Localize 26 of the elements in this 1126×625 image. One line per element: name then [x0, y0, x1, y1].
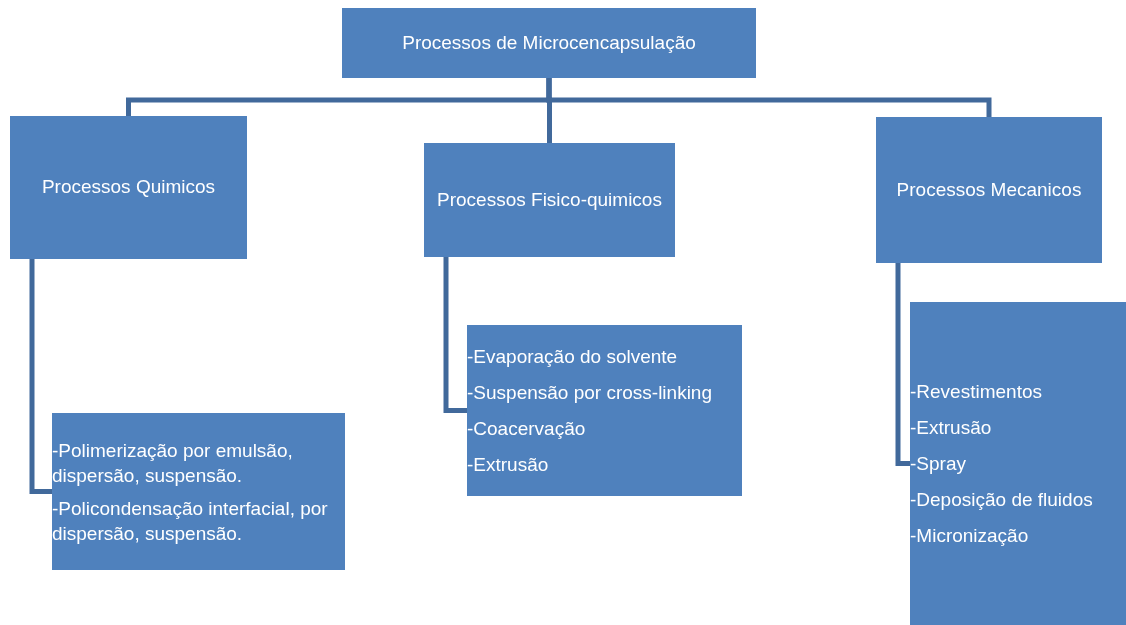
- list-box: [910, 302, 1126, 625]
- list-item: -Deposição de fluidos: [910, 487, 1094, 512]
- list-item: -Revestimentos: [910, 379, 1043, 404]
- list-item: -Policondensação interfacial, por dispersão, suspensão.: [52, 496, 329, 546]
- list-item: -Polimerização por emulsão, dispersão, suspensão.: [52, 438, 294, 488]
- list-item: -Micronização: [910, 523, 1030, 548]
- list-box: [52, 413, 345, 570]
- list-item: -Coacervação: [467, 416, 587, 441]
- connector-line: [895, 263, 910, 466]
- box-title: Processos Mecanicos: [896, 177, 1082, 202]
- category-box: [424, 143, 675, 257]
- category-box: [342, 8, 756, 78]
- category-box: [10, 116, 247, 259]
- list-item: -Suspensão por cross-linking: [467, 380, 713, 405]
- list-item: -Evaporação do solvente: [467, 344, 679, 369]
- list-item: -Extrusão: [467, 452, 550, 477]
- list-box: [467, 325, 742, 496]
- box-title: Processos Quimicos: [41, 175, 216, 200]
- category-box: [876, 117, 1102, 263]
- connector-line: [546, 78, 992, 117]
- list-item: -Spray: [910, 451, 967, 476]
- connector-line: [29, 259, 52, 494]
- connector-line: [443, 257, 467, 413]
- box-title: Processos de Microcencapsulação: [402, 30, 696, 55]
- list-item: -Extrusão: [910, 415, 993, 440]
- box-title: Processos Fisico-quimicos: [437, 187, 662, 212]
